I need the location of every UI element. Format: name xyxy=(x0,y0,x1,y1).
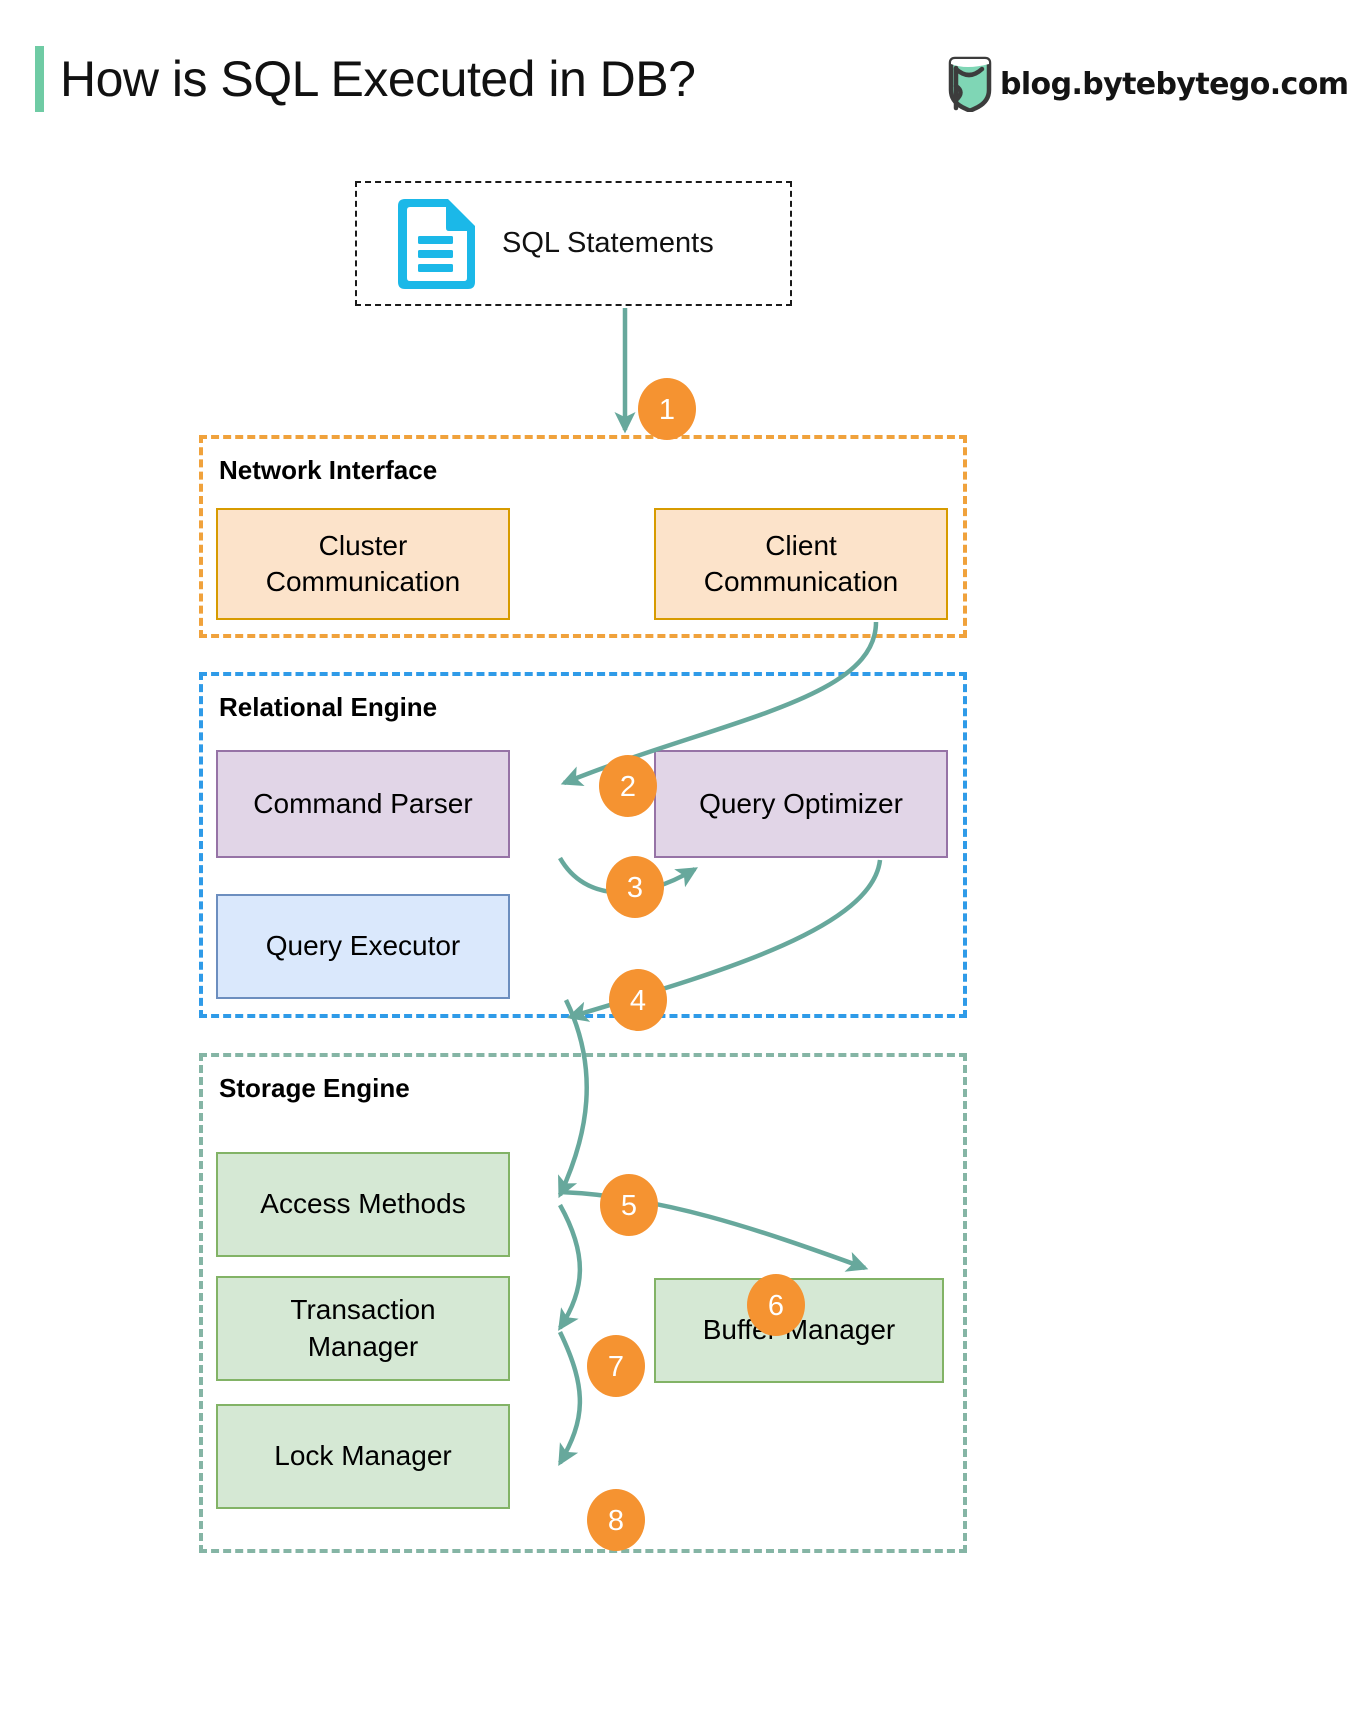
node-access-methods[interactable]: Access Methods xyxy=(216,1152,510,1257)
sql-statements-label: SQL Statements xyxy=(502,227,714,259)
step-badge-1-number: 1 xyxy=(659,394,675,426)
node-lock-manager[interactable]: Lock Manager xyxy=(216,1404,510,1509)
node-cluster-communication[interactable]: Cluster Communication xyxy=(216,508,510,620)
transaction-manager-line2: Manager xyxy=(307,1330,419,1362)
brand-url-text: blog.bytebytego.com xyxy=(1000,66,1349,102)
page-header: How is SQL Executed in DB? blog.bytebyte… xyxy=(0,22,1358,114)
page-title: How is SQL Executed in DB? xyxy=(60,51,696,107)
brand-lockup: blog.bytebytego.com xyxy=(948,56,1349,112)
client-communication-line2: Communication xyxy=(703,566,899,597)
document-icon xyxy=(398,198,475,289)
step-badge-1: 1 xyxy=(638,378,696,440)
sql-statements-box: SQL Statements xyxy=(355,181,792,306)
cluster-communication-line2: Communication xyxy=(265,566,461,597)
node-transaction-manager[interactable]: Transaction Manager xyxy=(216,1276,510,1381)
command-parser-label: Command Parser xyxy=(253,787,473,819)
node-client-communication[interactable]: Client Communication xyxy=(654,508,948,620)
access-methods-label: Access Methods xyxy=(260,1188,466,1220)
cluster-communication-line1: Cluster xyxy=(318,529,408,561)
node-query-executor[interactable]: Query Executor xyxy=(216,894,510,999)
bytebytego-shield-logo-icon xyxy=(948,56,992,112)
query-executor-label: Query Executor xyxy=(265,930,461,962)
buffer-manager-label: Buffer Manager xyxy=(702,1314,896,1346)
relational-engine-group-label: Relational Engine xyxy=(219,692,438,722)
node-query-optimizer[interactable]: Query Optimizer xyxy=(654,750,948,858)
client-communication-line1: Client xyxy=(765,529,837,561)
query-optimizer-label: Query Optimizer xyxy=(699,787,903,819)
title-accent-bar xyxy=(35,46,44,112)
node-command-parser[interactable]: Command Parser xyxy=(216,750,510,858)
storage-engine-group-label: Storage Engine xyxy=(219,1073,410,1103)
node-buffer-manager[interactable]: Buffer Manager xyxy=(654,1278,944,1383)
lock-manager-label: Lock Manager xyxy=(274,1440,452,1472)
transaction-manager-line1: Transaction xyxy=(290,1294,436,1326)
network-interface-group-label: Network Interface xyxy=(219,455,438,485)
